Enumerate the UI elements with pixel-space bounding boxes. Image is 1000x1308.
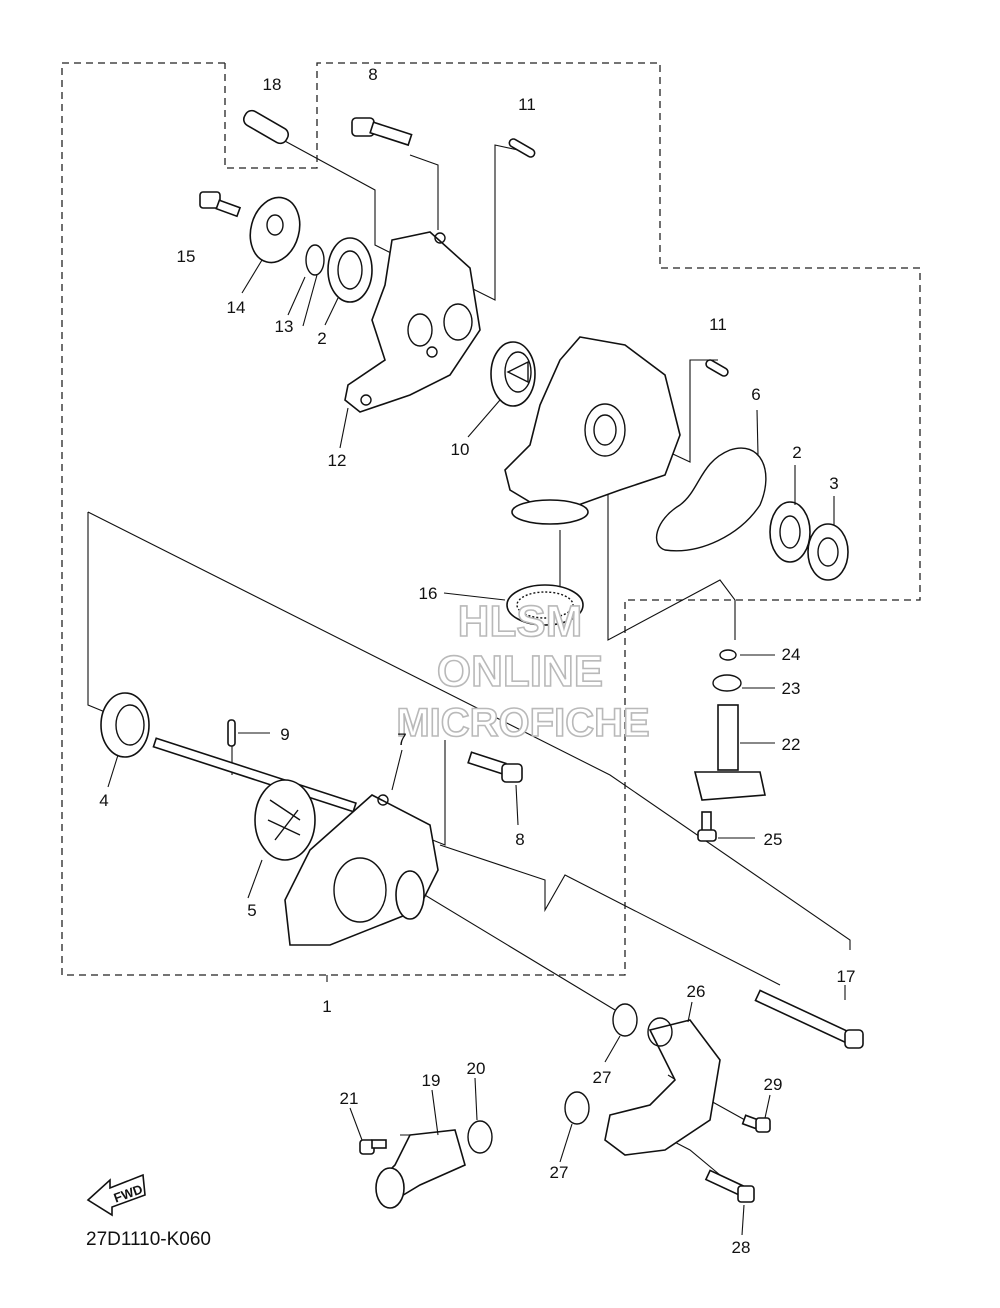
bearing-2-lower [769, 501, 811, 563]
callout-17: 17 [837, 967, 856, 986]
callout-27-lower: 27 [550, 1163, 569, 1182]
callout-28: 28 [732, 1238, 751, 1257]
pin-9 [227, 719, 236, 747]
bolt-29 [741, 1114, 771, 1133]
callout-27-upper: 27 [593, 1068, 612, 1087]
callout-21: 21 [340, 1089, 359, 1108]
bolt-8-upper [351, 117, 413, 147]
callout-15: 15 [177, 247, 196, 266]
callout-8-lower: 8 [515, 830, 524, 849]
housing-7 [284, 794, 439, 946]
dowel-11-lower [705, 359, 729, 377]
pump-cover [504, 336, 681, 525]
callout-25: 25 [764, 830, 783, 849]
callout-11-lower: 11 [709, 315, 727, 334]
callout-5: 5 [247, 901, 256, 920]
callout-6: 6 [751, 385, 760, 404]
bolt-28 [704, 1169, 755, 1203]
bolt-17 [754, 989, 864, 1049]
callout-10: 10 [451, 440, 470, 459]
watermark-line-1: HLSM [458, 597, 583, 646]
pipe-19 [375, 1129, 466, 1209]
callout-2-upper: 2 [317, 329, 326, 348]
callout-23: 23 [782, 679, 801, 698]
dowel-11-upper [508, 138, 536, 158]
callout-9: 9 [280, 725, 289, 744]
callout-labels: 18 8 11 15 14 13 2 12 10 11 6 2 3 16 24 … [99, 65, 855, 1257]
bolt-21 [359, 1139, 387, 1155]
callout-1: 1 [322, 997, 331, 1016]
rotor-10 [490, 341, 536, 407]
callout-3: 3 [829, 474, 838, 493]
callout-7: 7 [397, 730, 406, 749]
pin-18 [242, 109, 290, 145]
callout-11-upper: 11 [518, 95, 536, 114]
callout-4: 4 [99, 791, 108, 810]
fwd-arrow: FWD [86, 1173, 146, 1217]
watermark: HLSM ONLINE MICROFICHE [396, 596, 651, 746]
watermark-line-2: ONLINE [437, 647, 603, 696]
callout-16: 16 [419, 584, 438, 603]
callout-13: 13 [275, 317, 294, 336]
callout-19: 19 [422, 1071, 441, 1090]
callout-22: 22 [782, 735, 801, 754]
shaft-22 [693, 704, 766, 801]
seal-3 [807, 523, 849, 581]
watermark-line-3: MICROFICHE [396, 701, 649, 745]
callout-2-lower: 2 [792, 443, 801, 462]
bolt-8-lower [467, 751, 523, 783]
seal-4 [100, 692, 150, 758]
callout-12: 12 [328, 451, 347, 470]
gasket-6 [655, 447, 767, 552]
bolt-25 [697, 811, 717, 842]
callout-24: 24 [782, 645, 801, 664]
callout-20: 20 [467, 1059, 486, 1078]
bearing-2-upper [327, 237, 373, 303]
callout-29: 29 [764, 1075, 783, 1094]
shaft-5 [152, 737, 357, 861]
pipe-26 [604, 1017, 721, 1156]
oring-20 [467, 1120, 493, 1154]
assembly-boundary [61, 62, 921, 976]
oring-27-lower [564, 1091, 590, 1125]
bolt-15 [199, 191, 242, 218]
circlip-13 [305, 244, 325, 276]
callout-8-upper: 8 [368, 65, 377, 84]
callout-ticks [107, 259, 846, 1236]
oring-23 [712, 674, 742, 692]
washer-24 [719, 649, 737, 661]
housing-12 [344, 231, 481, 413]
gear-14 [249, 196, 301, 264]
callout-18: 18 [263, 75, 282, 94]
callout-26: 26 [687, 982, 706, 1001]
strainer-16 [506, 584, 584, 626]
callout-14: 14 [227, 298, 246, 317]
oring-27-upper [612, 1003, 638, 1037]
diagram-code: 27D1110-K060 [86, 1229, 211, 1250]
